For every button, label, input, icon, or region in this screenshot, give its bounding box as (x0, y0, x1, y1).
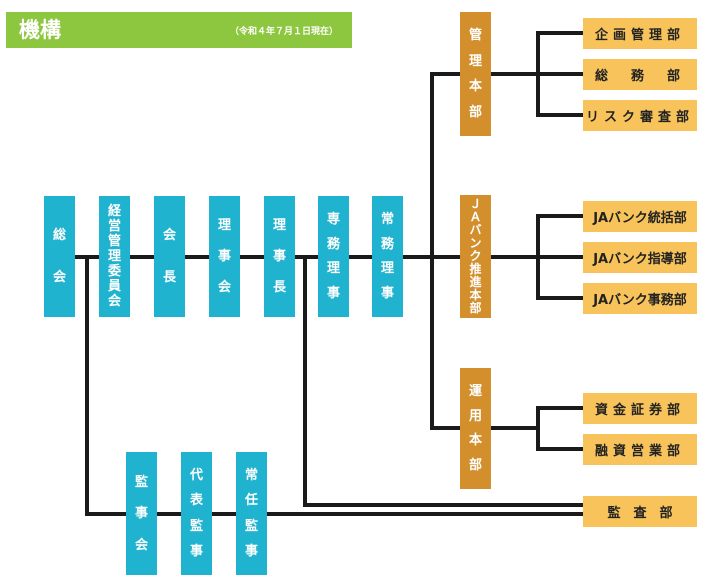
board-of-directors-char: 事 (217, 249, 231, 264)
full-time-auditor-char: 事 (244, 543, 258, 559)
managing-director-char: 常 (380, 211, 394, 227)
ja-bank-hq-char: バ (469, 223, 482, 237)
representative-auditor-char: 監 (189, 518, 203, 534)
board-of-directors-box: 理 事 会 (209, 196, 240, 317)
full-time-auditor-char: 任 (244, 493, 258, 509)
senior-managing-director-box: 専 務 理 事 (318, 196, 349, 317)
audit-board-box: 監 事 会 (126, 452, 157, 575)
senior-managing-director-char: 専 (326, 211, 340, 227)
risk-review-department: リスク審査部 (583, 100, 697, 131)
management-committee-char: 員 (107, 279, 121, 294)
senior-managing-director-char: 事 (326, 286, 340, 302)
planning-department: 企画管理部 (583, 18, 697, 49)
page-title: 機構 (19, 18, 61, 42)
board-of-directors-char: 理 (217, 218, 231, 233)
chairman-char: 会 (162, 228, 176, 244)
securities-department: 資金証券部 (583, 393, 697, 424)
audit-department: 監 査 部 (583, 496, 697, 527)
investment-hq-box: 運 用 本 部 (460, 368, 491, 489)
ja-bank-hq-char: 推 (469, 262, 482, 276)
representative-auditor-box: 代 表 監 事 (181, 452, 212, 575)
investment-hq-char: 運 (468, 383, 482, 399)
ja-bank-hq-char: 本 (469, 288, 482, 302)
ja-bank-hq-char: Ｊ (469, 197, 482, 211)
representative-auditor-char: 事 (189, 543, 203, 559)
ja-bank-hq-char: ン (469, 236, 482, 250)
chairman-char: 長 (162, 269, 176, 285)
management-committee-char: 理 (107, 249, 121, 264)
page-header: 機構 （令和４年７月１日現在） (6, 12, 352, 48)
management-committee-box: 経 営 管 理 委 員 会 (99, 196, 130, 317)
ja-bank-hq-char: ク (469, 249, 482, 263)
ja-bank-hq-char: 部 (469, 301, 482, 315)
senior-managing-director-char: 務 (326, 236, 340, 252)
investment-hq-char: 本 (468, 433, 482, 449)
managing-director-char: 務 (380, 236, 394, 252)
ja-bank-guidance-department: JAバンク指導部 (583, 242, 697, 273)
chairman-box: 会 長 (154, 196, 185, 317)
audit-board-char: 事 (134, 506, 148, 521)
as-of-date: （令和４年７月１日現在） (229, 27, 338, 37)
investment-hq-char: 部 (468, 458, 482, 474)
ja-bank-control-department: JAバンク統括部 (583, 201, 697, 232)
president-char: 理 (272, 218, 286, 233)
management-committee-char: 経 (107, 204, 121, 219)
full-time-auditor-box: 常 任 監 事 (236, 452, 267, 575)
audit-board-char: 会 (134, 537, 148, 553)
administration-hq-char: 理 (468, 53, 482, 69)
full-time-auditor-char: 常 (244, 468, 258, 484)
representative-auditor-char: 表 (189, 493, 203, 509)
administration-hq-box: 管 理 本 部 (460, 12, 491, 136)
audit-board-char: 監 (134, 474, 148, 490)
ja-bank-hq-box: Ｊ Ａ バ ン ク 推 進 本 部 (460, 195, 491, 318)
administration-hq-char: 部 (468, 104, 482, 120)
financing-business-department: 融資営業部 (583, 434, 697, 465)
general-affairs-department: 総 務 部 (583, 59, 697, 90)
administration-hq-char: 管 (468, 28, 482, 44)
representative-auditor-char: 代 (189, 468, 203, 484)
ja-bank-hq-char: 進 (469, 275, 482, 289)
ja-bank-hq-char: Ａ (469, 210, 482, 224)
senior-managing-director-char: 理 (326, 261, 340, 277)
managing-director-char: 理 (380, 261, 394, 277)
president-box: 理 事 長 (264, 196, 295, 317)
administration-hq-char: 本 (468, 79, 482, 95)
board-of-directors-char: 会 (217, 280, 231, 295)
general-meeting-char: 会 (52, 269, 66, 285)
investment-hq-char: 用 (468, 408, 482, 424)
ja-bank-administration-department: JAバンク事務部 (583, 283, 697, 314)
management-committee-char: 委 (107, 264, 121, 279)
full-time-auditor-char: 監 (244, 518, 258, 534)
president-char: 長 (272, 280, 286, 295)
management-committee-char: 会 (107, 294, 121, 309)
general-meeting-box: 総 会 (44, 196, 75, 317)
general-meeting-char: 総 (52, 228, 66, 244)
managing-director-box: 常 務 理 事 (372, 196, 403, 317)
managing-director-char: 事 (380, 286, 394, 302)
management-committee-char: 営 (107, 219, 121, 234)
management-committee-char: 管 (107, 234, 121, 249)
president-char: 事 (272, 249, 286, 264)
